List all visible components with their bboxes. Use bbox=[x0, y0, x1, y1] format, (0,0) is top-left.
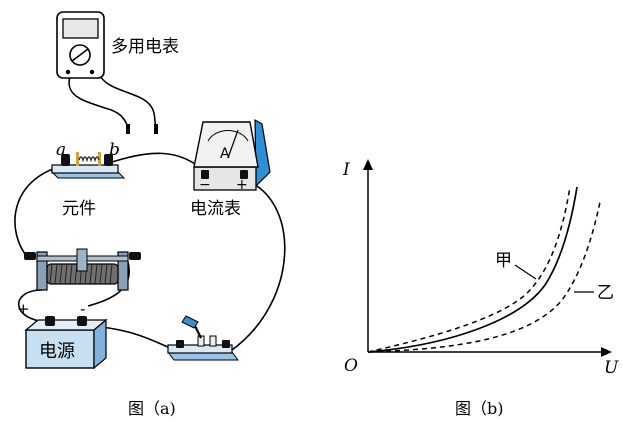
power-minus-label: - bbox=[80, 300, 85, 318]
component-label: 元件 bbox=[62, 199, 96, 219]
power-supply bbox=[24, 316, 108, 370]
terminal-a-label: a bbox=[56, 140, 66, 160]
x-axis-label: U bbox=[604, 358, 619, 378]
switch bbox=[167, 315, 239, 361]
power-plus-label: + bbox=[17, 300, 30, 318]
circuit-wires bbox=[14, 75, 286, 353]
curve-jia bbox=[367, 186, 571, 353]
ammeter-letter: A bbox=[220, 146, 230, 162]
ammeter bbox=[193, 118, 271, 191]
origin-label: O bbox=[344, 356, 358, 376]
curve-solid bbox=[367, 186, 578, 353]
curve-jia-label: 甲 bbox=[495, 251, 512, 271]
rheostat bbox=[24, 248, 141, 291]
multimeter-label: 多用电表 bbox=[111, 37, 179, 57]
ammeter-minus-label: − bbox=[199, 177, 211, 193]
terminal-b-label: b bbox=[109, 140, 120, 160]
y-axis-label: I bbox=[342, 160, 350, 180]
caption-b: 图（b) bbox=[455, 399, 504, 418]
caption-a: 图（a) bbox=[128, 399, 176, 418]
multimeter bbox=[56, 11, 158, 134]
axes bbox=[363, 159, 612, 357]
ammeter-label: 电流表 bbox=[190, 199, 241, 219]
component-element bbox=[50, 152, 126, 179]
curve-yi-label: 乙 bbox=[597, 283, 614, 303]
curve-yi bbox=[367, 201, 601, 353]
power-label: 电源 bbox=[39, 341, 75, 362]
ammeter-plus-label: + bbox=[236, 177, 248, 193]
jia-leader-line bbox=[514, 264, 537, 280]
